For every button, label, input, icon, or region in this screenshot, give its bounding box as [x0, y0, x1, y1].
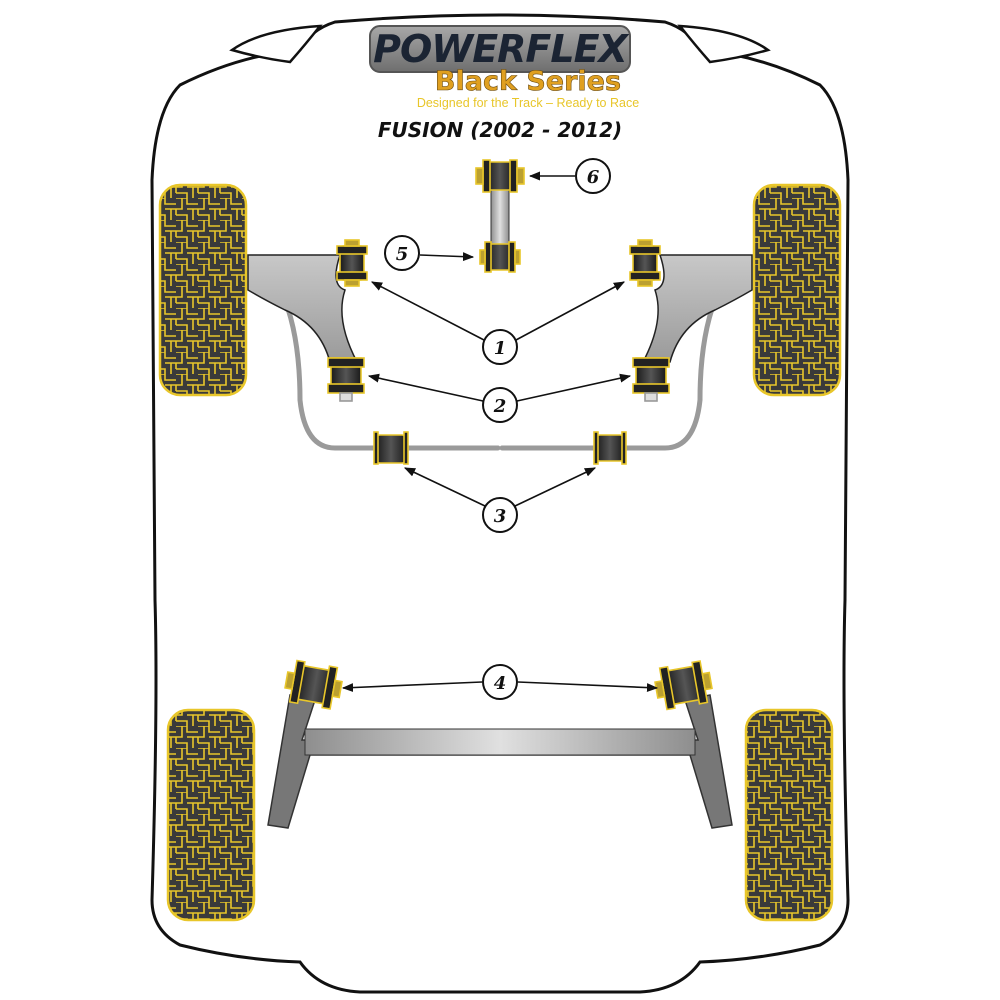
bush-6 — [475, 159, 525, 193]
rear-left-tyre — [166, 708, 256, 922]
bush-1-right — [629, 239, 661, 287]
left-headlight — [229, 24, 323, 64]
rear-twist-beam — [267, 694, 733, 829]
logo-series: Black Series — [435, 66, 621, 97]
callout-2-label: 2 — [493, 396, 507, 417]
callout-6: 6 — [575, 158, 611, 194]
anti-roll-bar — [282, 297, 718, 451]
bush-2-left — [327, 357, 365, 402]
logo-tagline: Designed for the Track – Ready to Race — [417, 96, 639, 110]
powerflex-logo: POWERFLEX Black Series Designed for the … — [369, 25, 639, 110]
callout-1-label: 1 — [494, 338, 507, 359]
bush-4-right — [654, 660, 713, 711]
callout-6-label: 6 — [587, 167, 600, 188]
callout-1: 1 — [482, 329, 518, 365]
logo-brand: POWERFLEX — [373, 27, 629, 71]
bush-3-right — [593, 431, 627, 465]
callout-3: 3 — [482, 497, 518, 533]
model-title: FUSION (2002 - 2012) — [378, 118, 622, 142]
bush-1-left — [336, 239, 368, 287]
bush-2-right — [632, 357, 670, 402]
callout-3-label: 3 — [494, 506, 507, 527]
front-left-tyre — [158, 183, 248, 397]
callout-4: 4 — [482, 664, 518, 700]
callout-lines — [341, 171, 659, 693]
callout-2: 2 — [482, 387, 518, 423]
callout-4-label: 4 — [494, 673, 507, 694]
front-right-tyre — [752, 183, 842, 397]
callout-5-label: 5 — [396, 244, 409, 265]
callout-5: 5 — [384, 235, 420, 271]
bush-5 — [479, 241, 521, 273]
rear-right-tyre — [744, 708, 834, 922]
bush-3-left — [373, 431, 409, 465]
right-headlight — [677, 24, 771, 64]
bush-4-left — [284, 659, 343, 710]
bushes — [284, 159, 713, 711]
